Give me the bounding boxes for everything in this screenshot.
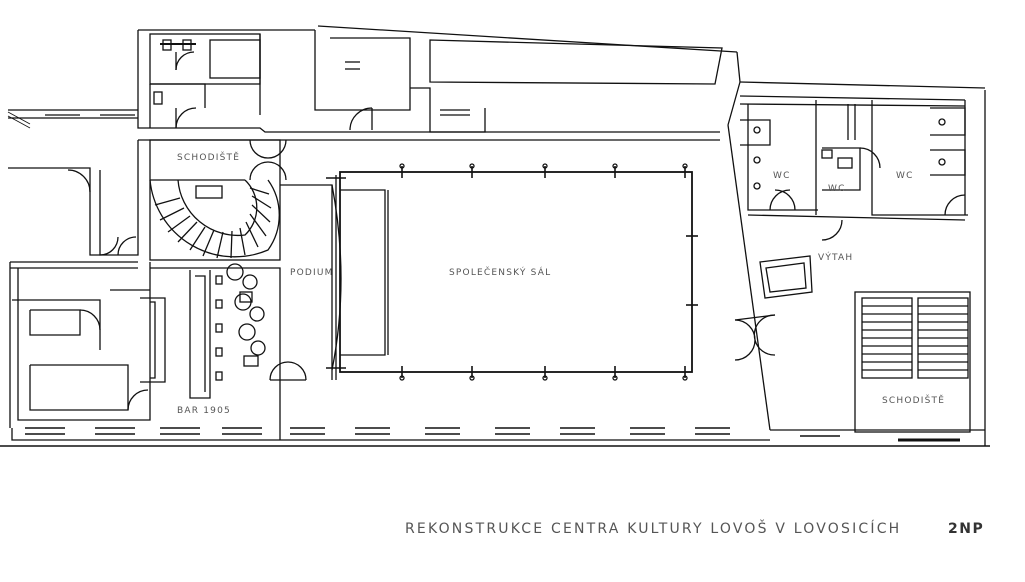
floor-level-label: 2NP: [948, 521, 985, 537]
spiral-stair: [149, 179, 280, 259]
upper-rooms: [314, 30, 723, 133]
podium-hall: [280, 163, 698, 381]
room-label-wc-right: WC: [896, 171, 914, 181]
bar-furniture: [140, 263, 307, 399]
corridor-band: [7, 109, 720, 141]
room-label-bar: BAR 1905: [177, 406, 231, 416]
room-label-hall: SPOLEČENSKÝ SÁL: [449, 268, 552, 278]
room-label-podium: PODIUM: [290, 268, 334, 278]
wc-block: [739, 95, 968, 241]
room-label-stairs-right: SCHODIŠTĚ: [882, 396, 946, 406]
room-label-stairs-left: SCHODIŠTĚ: [177, 153, 241, 163]
outer-walls: [11, 25, 986, 446]
right-stair: [800, 291, 971, 442]
facade-windows: [25, 427, 730, 435]
hall-side-doors: [734, 314, 776, 361]
room-label-lift: VÝTAH: [818, 253, 854, 263]
room-label-wc-left: WC: [773, 171, 791, 181]
room-label-wc-middle: WC: [828, 184, 846, 194]
left-stair-hall: [149, 139, 287, 261]
left-wing: [8, 140, 281, 440]
top-left-rooms: [149, 33, 261, 129]
drawing-title: REKONSTRUKCE CENTRA KULTURY LOVOŠ V LOVO…: [405, 521, 902, 537]
lift-shaft: [759, 255, 813, 299]
